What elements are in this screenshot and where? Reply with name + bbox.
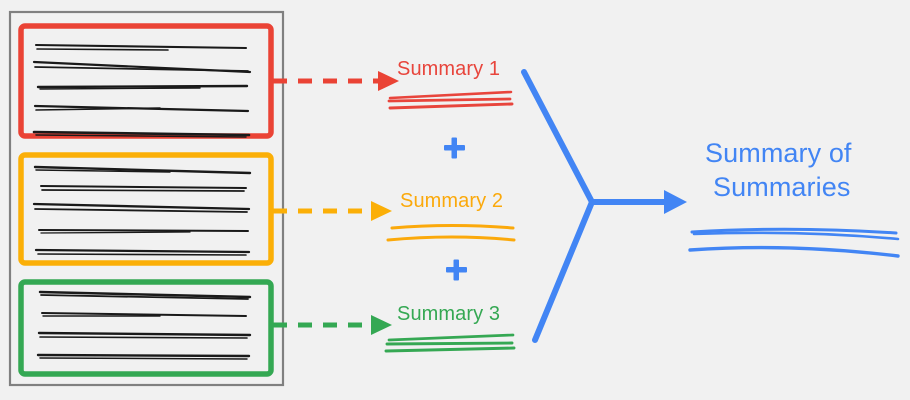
summary-2-label: Summary 2 — [400, 190, 504, 212]
arrow-chunk-green-to-summary-3 — [273, 315, 392, 335]
arrow-chunk-red-to-summary-1 — [273, 71, 399, 91]
chunk-box-red-text-lines — [32, 43, 252, 138]
arrow-green-head — [371, 315, 392, 335]
merge-branch-bottom — [532, 199, 595, 343]
summary-2-scribble — [386, 224, 516, 242]
merge-arrow-head — [664, 190, 687, 214]
summary-1-scribble — [387, 90, 514, 110]
chunk-box-green-text-lines — [36, 290, 252, 360]
chunk-box-orange-border — [18, 152, 274, 266]
chunk-box-orange[interactable] — [18, 152, 274, 266]
arrow-orange-head — [371, 201, 392, 221]
chunk-box-red-border — [18, 23, 274, 139]
plus-one-icon — [444, 137, 465, 159]
final-summary-title-line-2: Summaries — [713, 172, 851, 202]
chunk-box-orange-text-lines — [32, 165, 252, 256]
arrow-chunk-orange-to-summary-2 — [273, 201, 392, 221]
plus-two-icon — [446, 259, 467, 281]
summary-1-label: Summary 1 — [397, 58, 501, 80]
chunk-box-green-border — [18, 279, 274, 377]
final-summary-scribble — [688, 227, 900, 258]
arrow-red-head — [378, 71, 399, 91]
source-document-container — [8, 10, 285, 387]
chunk-box-red[interactable] — [18, 23, 274, 139]
merge-connector — [521, 69, 671, 343]
chunk-box-green[interactable] — [18, 279, 274, 377]
summary-3-scribble — [384, 333, 516, 353]
final-summary-title-line-1: Summary of — [705, 138, 852, 168]
merge-branch-top — [521, 69, 595, 205]
summary-3-label: Summary 3 — [397, 303, 501, 325]
